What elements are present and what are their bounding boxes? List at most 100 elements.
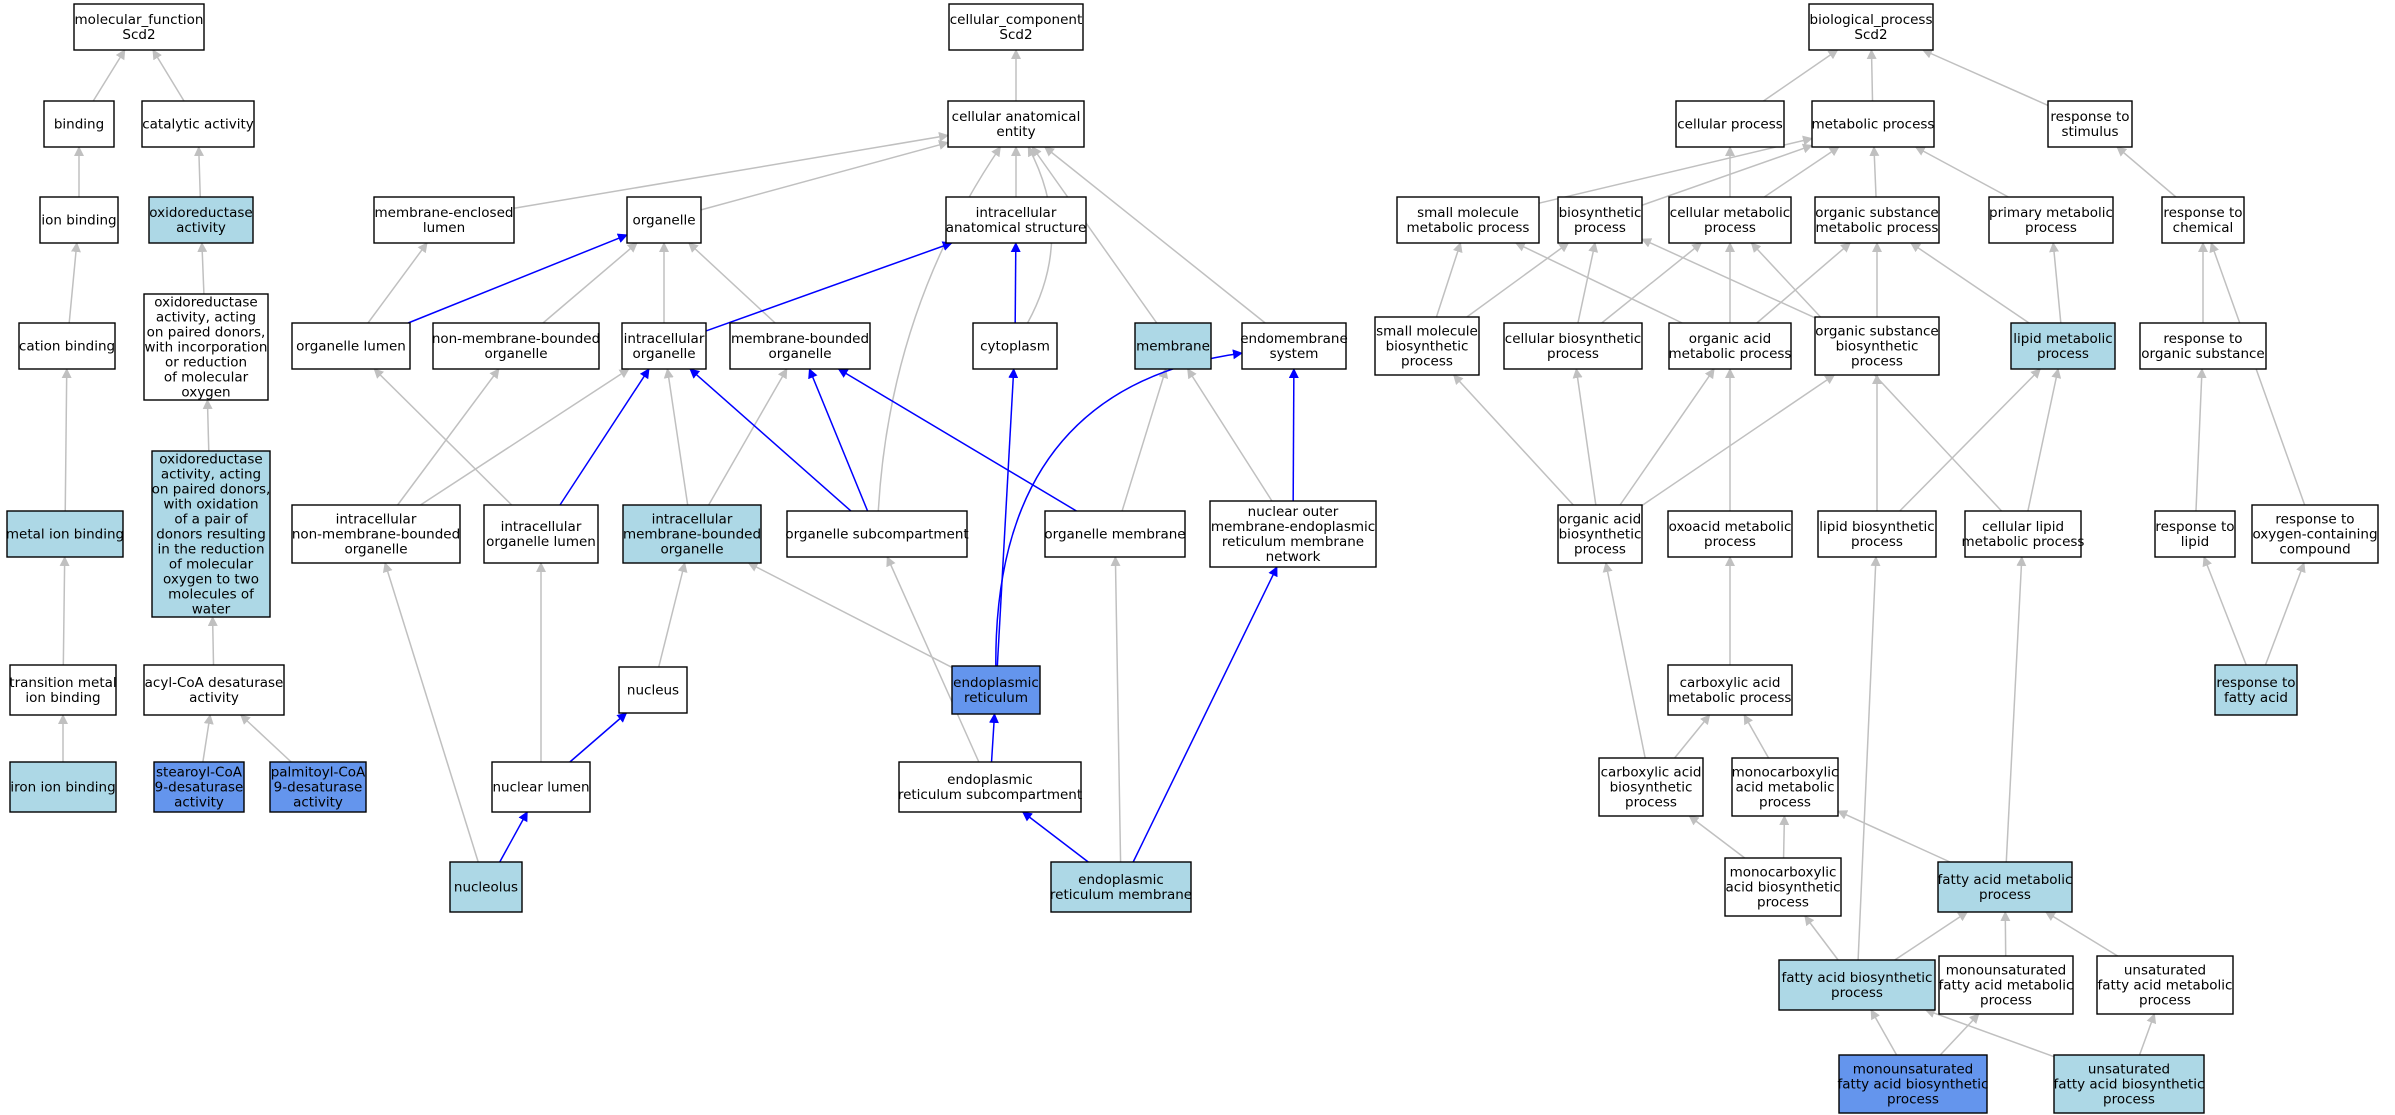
go-term-node-iron-ion[interactable]: iron ion binding [9, 761, 117, 813]
node-label-line: process [2103, 1092, 2155, 1108]
go-term-node-membrane[interactable]: membrane [1134, 322, 1212, 370]
node-box [2096, 955, 2234, 1015]
edge-inmbo-to-nmbo [396, 368, 500, 506]
node-label-line: nuclear outer [1248, 504, 1339, 520]
node-label: organelle subcompartment [785, 527, 968, 543]
go-term-node-org-subcomp[interactable]: organelle subcompartment [785, 510, 969, 558]
go-term-node-nucleolus[interactable]: nucleolus [449, 861, 523, 913]
go-term-node-organelle-lumen[interactable]: organelle lumen [291, 322, 411, 370]
node-label-line: biosynthetic [1610, 780, 1693, 796]
go-term-node-ion-binding[interactable]: ion binding [39, 196, 119, 244]
go-term-node-binding[interactable]: binding [43, 100, 115, 148]
go-term-node-metal-ion[interactable]: metal ion binding [6, 510, 124, 558]
edge-org-membrane-to-mbo [837, 368, 1077, 512]
node-label-line: process [1759, 795, 1811, 811]
node-label-line: acyl-CoA desaturase [145, 675, 284, 691]
edge-iol-to-organelle-lumen [373, 368, 513, 506]
go-term-node-nucleus[interactable]: nucleus [618, 666, 688, 714]
go-term-node-organelle[interactable]: organelle [626, 196, 702, 244]
node-label-line: transition metal [9, 675, 116, 691]
node-label-line: molecular_function [75, 12, 204, 28]
go-term-node-metabolic-process[interactable]: metabolic process [1811, 100, 1935, 148]
node-label-line: intracellular [336, 512, 417, 528]
node-label-line: metabolic process [1816, 220, 1939, 236]
edge-fatty-bio-to-monocarb-bio [1804, 915, 1839, 961]
edge-acyl-coa-to-oxido-water [207, 616, 218, 666]
go-term-node-cytoplasm[interactable]: cytoplasm [972, 322, 1058, 370]
go-term-node-nuclear-lumen[interactable]: nuclear lumen [491, 761, 591, 813]
node-label-line: fatty acid biosynthetic [2054, 1077, 2205, 1093]
go-term-node-cation-binding[interactable]: cation binding [18, 322, 116, 370]
node-label-line: intracellular [976, 205, 1057, 221]
node-box [2251, 504, 2379, 564]
node-label-line: fatty acid metabolic [1938, 872, 2073, 888]
node-box [618, 666, 688, 714]
node-label-line: ion binding [41, 213, 116, 229]
node-label-line: metabolic process [1812, 117, 1935, 133]
edge-fatty-bio-to-lipid-bio [1857, 556, 1881, 961]
node-box [73, 3, 205, 51]
node-label-line: activity, acting [156, 310, 256, 326]
edge-biosynthetic-to-metabolic-process [1641, 143, 1813, 206]
go-term-node-org-membrane[interactable]: organelle membrane [1044, 510, 1186, 558]
edge-org-membrane-to-membrane [1121, 368, 1169, 512]
go-term-node-cellular-process[interactable]: cellular process [1675, 100, 1785, 148]
go-term-node-catalytic[interactable]: catalytic activity [141, 100, 255, 148]
